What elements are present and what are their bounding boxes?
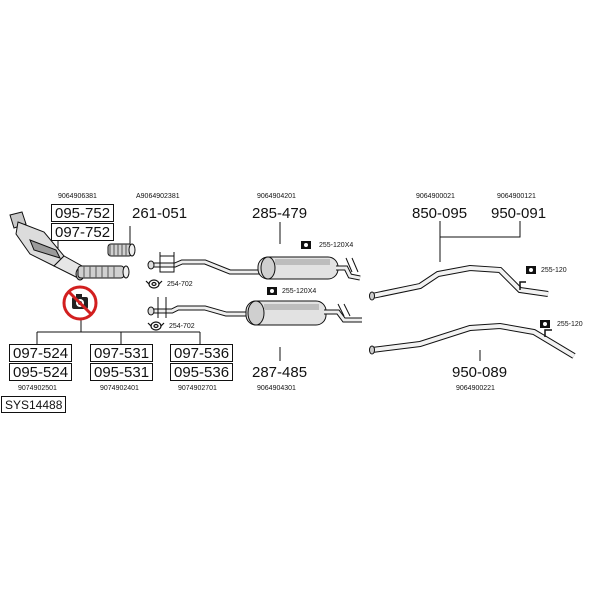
tail-pipe-part-lower: [369, 322, 576, 359]
clamp-label: 254-702: [167, 281, 193, 288]
part-ref-box[interactable]: 097-536: [170, 344, 234, 362]
part-ref-box[interactable]: 095-524: [9, 363, 73, 381]
hanger-label: 255-120X4: [319, 242, 354, 249]
part-ref-box[interactable]: 097-524: [9, 344, 73, 362]
hanger-label: 255-120: [541, 267, 567, 274]
oe-number: 9064904201: [257, 193, 296, 200]
crossed-camera-icon: [62, 285, 98, 321]
part-ref[interactable]: 850-095: [412, 205, 468, 222]
oe-number: 9074902501: [18, 385, 57, 392]
part-ref-box[interactable]: 097-531: [90, 344, 154, 362]
rubber-hanger-icon: [301, 241, 311, 249]
clamp-icon: [147, 321, 165, 331]
part-ref[interactable]: 950-089: [452, 364, 508, 381]
part-ref-box[interactable]: 095-752: [51, 204, 115, 222]
rubber-hanger-icon: [540, 320, 550, 328]
front-silencer-part-lower: [147, 297, 362, 326]
oe-number: 9064900021: [416, 193, 455, 200]
oe-number: 9064904301: [257, 385, 296, 392]
rubber-hanger-icon: [526, 266, 536, 274]
oe-number: 9074902401: [100, 385, 139, 392]
part-ref[interactable]: 287-485: [252, 364, 308, 381]
front-silencer-part-upper: [147, 252, 361, 281]
part-ref-box[interactable]: 095-531: [90, 363, 154, 381]
hanger-label: 255-120X4: [282, 288, 317, 295]
part-ref-box[interactable]: 095-536: [170, 363, 234, 381]
oe-number: A9064902381: [136, 193, 180, 200]
oe-number: 9074902701: [178, 385, 217, 392]
clamp-icon: [145, 279, 163, 289]
hanger-label: 255-120: [557, 321, 583, 328]
flex-pipe-part: [77, 243, 136, 279]
rubber-hanger-icon: [267, 287, 277, 295]
part-ref[interactable]: 261-051: [132, 205, 188, 222]
oe-number: 9064900221: [456, 385, 495, 392]
part-ref[interactable]: 950-091: [491, 205, 547, 222]
clamp-label: 254-702: [169, 323, 195, 330]
part-ref[interactable]: 285-479: [252, 205, 308, 222]
system-ref-box[interactable]: SYS14488: [1, 396, 67, 413]
tail-pipe-part-upper: [369, 264, 549, 301]
oe-number: 9064906381: [58, 193, 97, 200]
part-ref-box[interactable]: 097-752: [51, 223, 115, 241]
oe-number: 9064900121: [497, 193, 536, 200]
leader-lines: [36, 221, 521, 361]
